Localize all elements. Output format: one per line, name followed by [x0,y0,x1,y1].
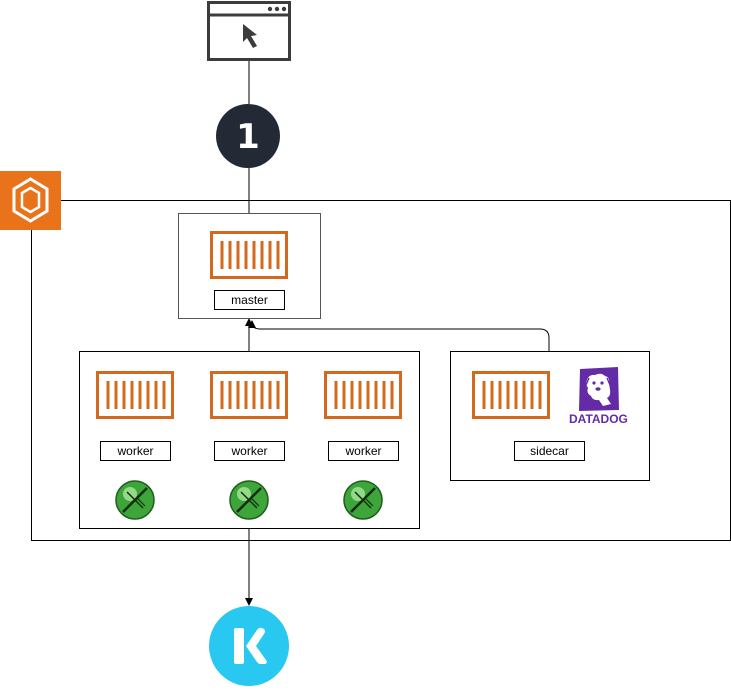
container-icon [210,231,288,279]
container-icon [96,371,174,419]
sidecar-label: sidecar [514,441,585,461]
sidecar-to-master-arrow [248,320,550,351]
locust-icon [229,480,269,520]
badge-number: 1 [236,117,260,157]
worker-label: worker [328,441,399,461]
aws-ecs-icon [0,171,61,230]
container-icon [210,371,288,419]
browser-window-icon [207,1,291,61]
kinesis-icon [209,606,289,686]
worker-label: worker [100,441,171,461]
datadog-wordmark: DATADOG [569,412,628,426]
container-icon [324,371,402,419]
number-1-icon: 1 [216,104,280,168]
locust-icon [343,480,383,520]
datadog-icon [577,366,621,412]
container-icon [472,371,550,419]
locust-icon [115,480,155,520]
worker-label: worker [214,441,285,461]
master-label: master [214,290,285,310]
